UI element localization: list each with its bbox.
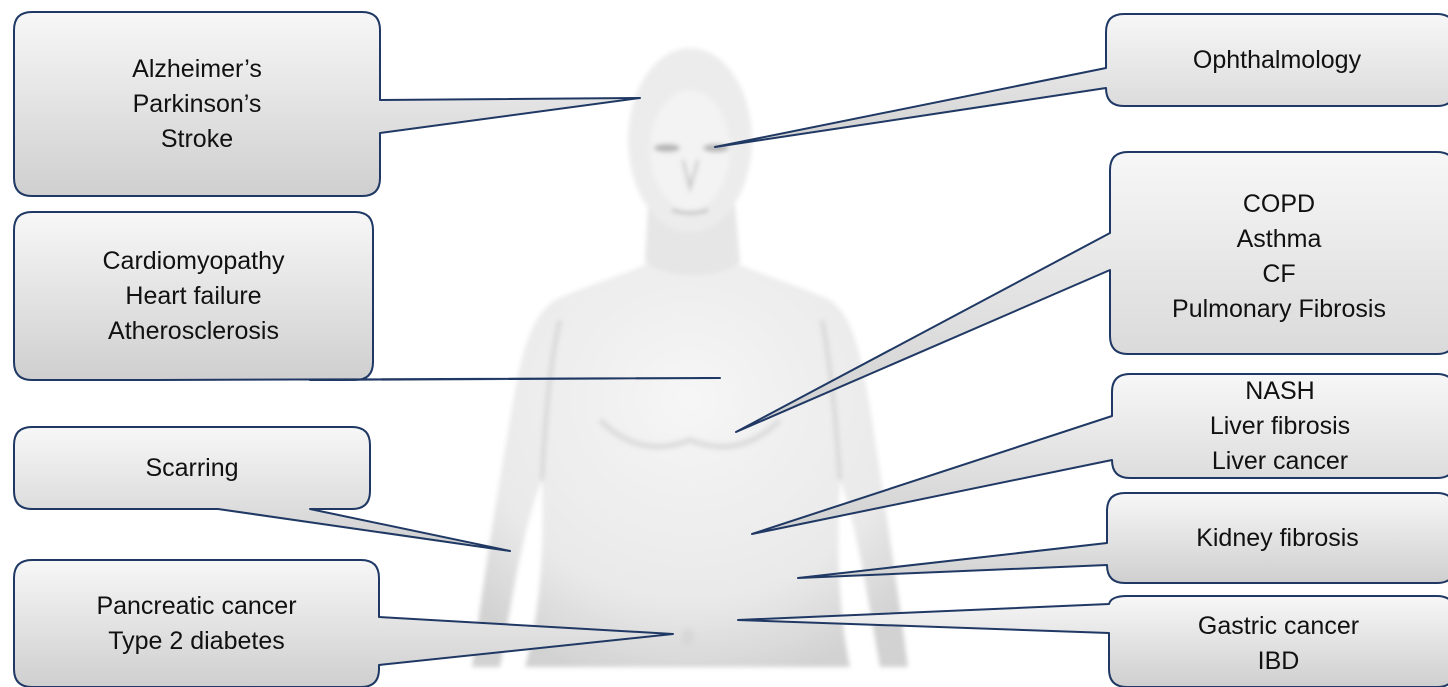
callout-neuro-text: Alzheimer’s Parkinson’s Stroke: [14, 12, 380, 196]
callout-lung-line-1: COPD: [1243, 187, 1315, 222]
callout-cardio-line-3: Atherosclerosis: [108, 314, 279, 349]
callout-cardio-text: Cardiomyopathy Heart failure Atheroscler…: [14, 212, 373, 380]
callout-ophthalmology-text: Ophthalmology: [1106, 14, 1448, 106]
callout-pancreas-text: Pancreatic cancer Type 2 diabetes: [14, 560, 379, 687]
callout-neuro-line-2: Parkinson’s: [133, 87, 262, 122]
callout-kidney-line-1: Kidney fibrosis: [1196, 521, 1359, 556]
callout-scarring-text: Scarring: [14, 427, 370, 509]
callout-ophthalmology-line-1: Ophthalmology: [1193, 43, 1361, 78]
callout-lung-line-4: Pulmonary Fibrosis: [1172, 292, 1386, 327]
callout-neuro-line-1: Alzheimer’s: [132, 52, 262, 87]
callout-gastric-line-1: Gastric cancer: [1198, 609, 1359, 644]
callout-liver-line-1: NASH: [1245, 374, 1314, 409]
callout-lung-text: COPD Asthma CF Pulmonary Fibrosis: [1110, 160, 1448, 354]
callout-gastric-text: Gastric cancer IBD: [1109, 600, 1448, 687]
callout-scarring-line-1: Scarring: [145, 451, 238, 486]
callout-liver-line-2: Liver fibrosis: [1210, 409, 1350, 444]
callout-liver-text: NASH Liver fibrosis Liver cancer: [1112, 374, 1448, 478]
callout-neuro-line-3: Stroke: [161, 122, 233, 157]
callout-lung-line-3: CF: [1262, 257, 1295, 292]
callout-pancreas-line-2: Type 2 diabetes: [108, 624, 285, 659]
callout-liver-line-3: Liver cancer: [1212, 444, 1348, 479]
callout-pancreas-line-1: Pancreatic cancer: [96, 589, 296, 624]
callout-kidney-text: Kidney fibrosis: [1107, 493, 1448, 583]
callout-cardio-line-2: Heart failure: [125, 279, 261, 314]
callout-lung-line-2: Asthma: [1237, 222, 1322, 257]
callout-cardio-line-1: Cardiomyopathy: [102, 244, 284, 279]
callout-gastric-line-2: IBD: [1258, 644, 1300, 679]
